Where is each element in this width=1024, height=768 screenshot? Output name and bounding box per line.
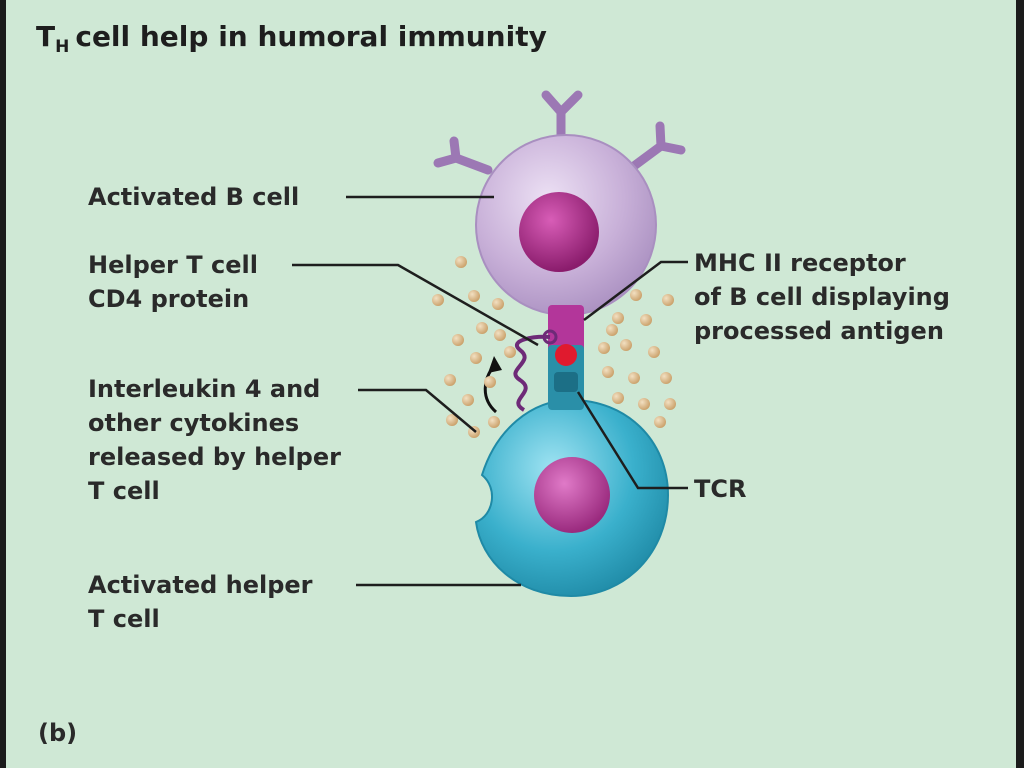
- cytokine-dot: [602, 366, 614, 378]
- cytokine-dot: [612, 392, 624, 404]
- activated-b-cell: [475, 134, 657, 316]
- label-tcr: TCR: [694, 475, 747, 503]
- cytokine-dot: [476, 322, 488, 334]
- cytokine-dot: [504, 346, 516, 358]
- b-cell-nucleus: [519, 192, 599, 272]
- leader-lines: [292, 195, 688, 587]
- b-cell-antibody-receptors: [433, 90, 686, 175]
- cytokine-dot: [494, 329, 506, 341]
- processed-antigen: [555, 344, 577, 366]
- cytokine-dot: [455, 256, 467, 268]
- cytokine-dot: [468, 290, 480, 302]
- cd4-protein: [513, 334, 551, 412]
- cytokine-dot: [598, 342, 610, 354]
- cytokine-dot: [620, 339, 632, 351]
- cytokine-dot: [484, 376, 496, 388]
- cytokine-dot: [452, 334, 464, 346]
- label-helper-t-cd4: Helper T cell CD4 protein: [88, 251, 258, 313]
- label-activated-helper-t-cell: Activated helper T cell: [88, 571, 313, 633]
- cytokine-dot: [660, 372, 672, 384]
- cytokine-dot: [662, 294, 674, 306]
- cytokine-dot: [488, 416, 500, 428]
- cytokine-dot: [630, 289, 642, 301]
- cytokine-dot: [648, 346, 660, 358]
- cytokine-dot: [654, 416, 666, 428]
- mhc-tcr-complex: [548, 305, 584, 410]
- cytokine-dot: [612, 312, 624, 324]
- cytokine-dot: [640, 314, 652, 326]
- cytokine-dot: [628, 372, 640, 384]
- cytokine-dot: [492, 298, 504, 310]
- cytokine-dot: [664, 398, 676, 410]
- label-mhc-ii-receptor: MHC II receptor of B cell displaying pro…: [694, 249, 950, 345]
- cytokine-dot: [432, 294, 444, 306]
- cytokine-dot: [606, 324, 618, 336]
- cytokine-dot: [470, 352, 482, 364]
- label-interleukin-4: Interleukin 4 and other cytokines releas…: [88, 375, 341, 505]
- label-activated-b-cell: Activated B cell: [88, 183, 300, 211]
- activated-helper-t-cell: [474, 398, 670, 598]
- t-cell-nucleus: [534, 457, 610, 533]
- cytokine-dot: [462, 394, 474, 406]
- cytokine-release-arrow: [483, 365, 498, 414]
- panel-label: (b): [38, 719, 78, 747]
- cytokine-dot: [444, 374, 456, 386]
- cytokine-dot: [446, 414, 458, 426]
- cytokine-particles: [432, 256, 676, 438]
- diagram-canvas: [292, 90, 688, 598]
- cytokine-dot: [638, 398, 650, 410]
